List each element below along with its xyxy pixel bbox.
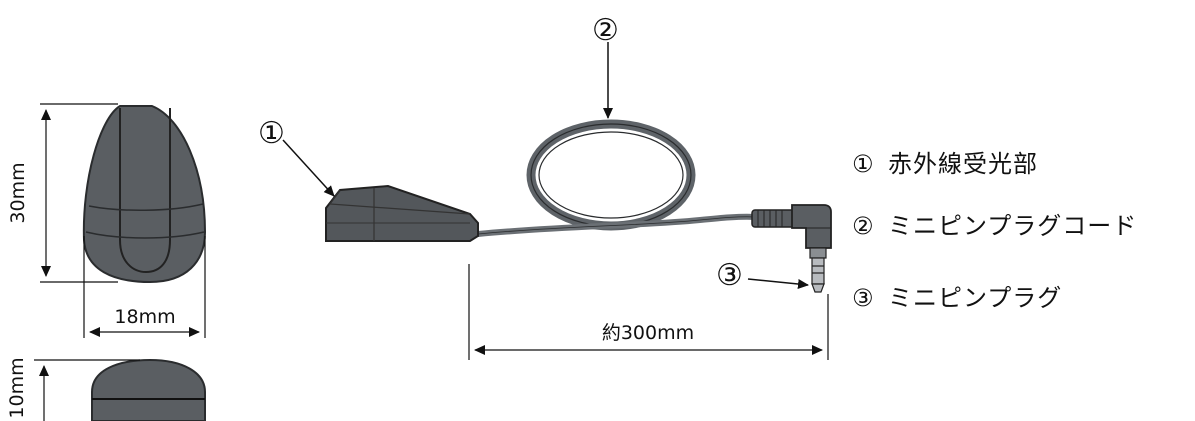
receiver-front-body xyxy=(82,105,207,284)
callout-2: ② xyxy=(592,13,619,48)
callout-3-arrow xyxy=(747,278,809,289)
callout-1-arrow xyxy=(282,139,335,197)
plug-housing xyxy=(791,204,832,249)
legend-item-2-label: ミニピンプラグコード xyxy=(888,212,1138,240)
callout-3: ③ xyxy=(716,258,743,293)
infrared-receiver xyxy=(325,184,479,242)
legend-item-1-label: 赤外線受光部 xyxy=(888,150,1038,178)
receiver-front-view: 30mm 18mm xyxy=(7,103,207,338)
legend-item-1: ① 赤外線受光部 xyxy=(852,144,1038,179)
legend-item-3-label: ミニピンプラグ xyxy=(888,284,1063,312)
width-dimension-label: 18mm xyxy=(114,306,175,328)
receiver-side-body xyxy=(91,358,206,421)
legend-item-2-number: ② xyxy=(852,212,875,240)
mini-pin-plug xyxy=(809,247,827,293)
product-drawing: ① ② ③ 約300mm xyxy=(258,13,832,360)
strain-relief xyxy=(751,209,795,228)
height-dimension-label: 30mm xyxy=(7,162,29,223)
receiver-side-view: 10mm xyxy=(6,357,206,421)
receiver-front-groove xyxy=(119,108,171,274)
legend-item-3-number: ③ xyxy=(852,284,875,312)
legend-item-1-number: ① xyxy=(852,150,875,178)
callout-1: ① xyxy=(258,116,285,151)
legend-item-3: ③ ミニピンプラグ xyxy=(852,278,1062,313)
length-dimension-label: 約300mm xyxy=(602,322,694,344)
thickness-dimension-label: 10mm xyxy=(6,357,28,418)
legend-item-2: ② ミニピンプラグコード xyxy=(852,206,1137,241)
receiver-front-seam xyxy=(88,203,204,212)
